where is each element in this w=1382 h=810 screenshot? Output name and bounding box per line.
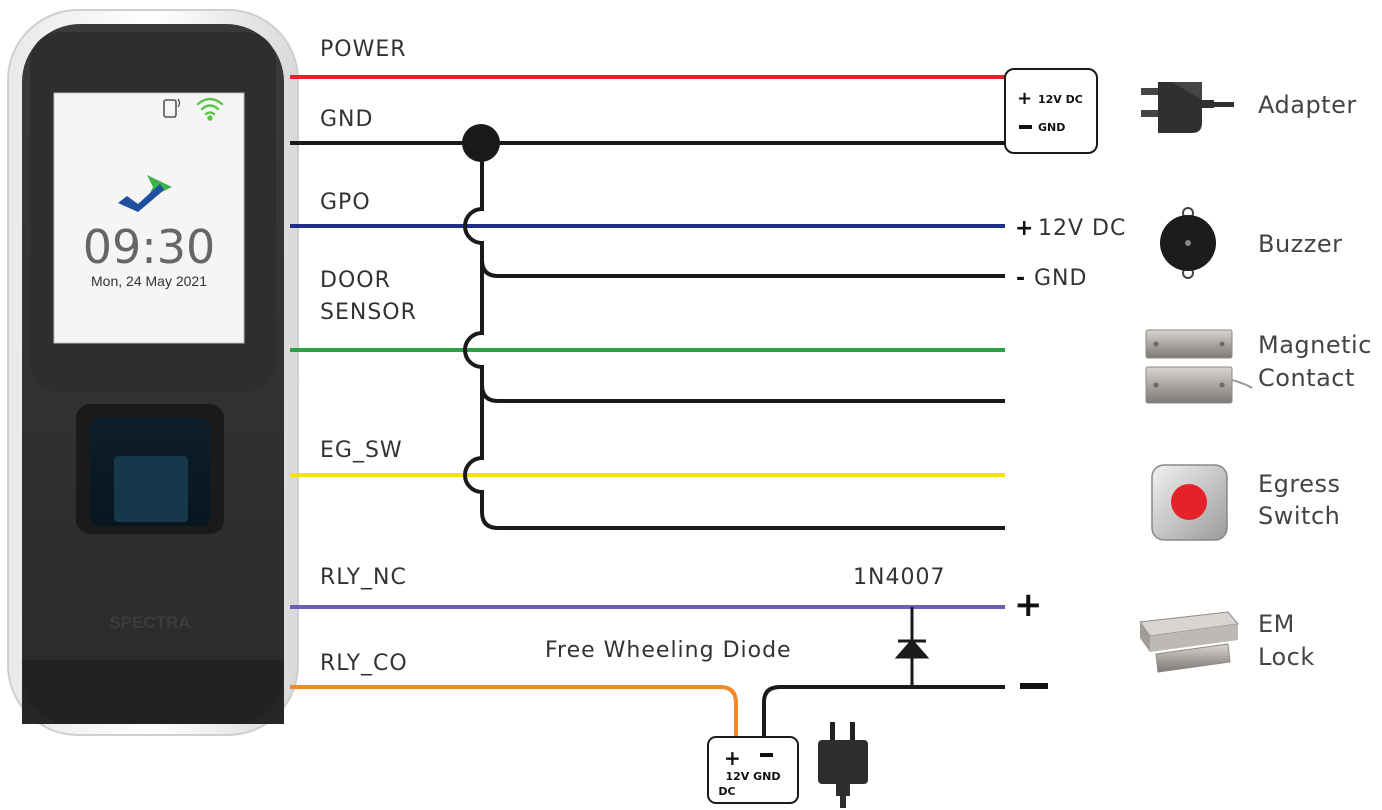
power-plug-icon bbox=[818, 722, 868, 808]
adapter-terminal-box: + 12V DC GND bbox=[1004, 68, 1098, 154]
svg-text:+: + bbox=[724, 746, 741, 770]
buzzer-icon bbox=[1160, 207, 1216, 279]
em-label-line1: EM bbox=[1258, 610, 1295, 638]
egress-label-line1: Egress bbox=[1258, 470, 1341, 498]
em-label-line2: Lock bbox=[1258, 643, 1315, 671]
sensor-label: SENSOR bbox=[320, 300, 417, 325]
wifi-icon bbox=[196, 97, 224, 121]
egress-switch-icon bbox=[1151, 464, 1228, 541]
date-text: Mon, 24 May 2021 bbox=[91, 273, 207, 289]
svg-text:+: + bbox=[1015, 216, 1033, 241]
magnetic-contact-icon bbox=[1145, 329, 1253, 404]
em-lock-icon bbox=[1139, 611, 1239, 673]
em-minus-sign bbox=[1020, 683, 1048, 689]
magnetic-label-line1: Magnetic bbox=[1258, 331, 1372, 359]
ground-junction-dot bbox=[462, 124, 500, 162]
supply-terminal-box: + 12V GND DC bbox=[707, 736, 799, 804]
power-label: POWER bbox=[320, 37, 407, 62]
gpo-label: GPO bbox=[320, 190, 371, 215]
rly-co-label: RLY_CO bbox=[320, 651, 408, 676]
gnd-label: GND bbox=[320, 107, 373, 132]
adapter-minus-label: GND bbox=[1038, 121, 1065, 134]
logo-icon bbox=[118, 175, 172, 212]
clock-text: 09:30 bbox=[83, 220, 216, 274]
device-screen bbox=[53, 92, 245, 344]
buzzer-label: Buzzer bbox=[1258, 230, 1343, 258]
phone-icon bbox=[163, 98, 181, 118]
svg-text:-: - bbox=[1016, 266, 1025, 291]
ground-bus bbox=[463, 143, 1005, 738]
supply-line2: DC bbox=[718, 785, 735, 798]
biometric-reader bbox=[7, 9, 299, 736]
diode-description-label: Free Wheeling Diode bbox=[545, 638, 792, 663]
adapter-label: Adapter bbox=[1258, 91, 1357, 119]
supply-line1: 12V GND bbox=[725, 770, 780, 783]
diode-part-label: 1N4007 bbox=[853, 565, 945, 590]
door-label: DOOR bbox=[320, 268, 391, 293]
buzzer-minus-label: GND bbox=[1034, 266, 1087, 291]
rly-co-wire bbox=[290, 685, 738, 738]
magnetic-label-line2: Contact bbox=[1258, 364, 1355, 392]
adapter-icon bbox=[1141, 82, 1234, 133]
diode-symbol bbox=[894, 607, 930, 687]
egress-label-line2: Switch bbox=[1258, 502, 1340, 530]
brand-text: SPECTRA bbox=[109, 613, 190, 632]
adapter-plus-label: 12V DC bbox=[1038, 93, 1083, 106]
em-plus-sign: + bbox=[1014, 585, 1043, 625]
svg-text:+: + bbox=[1017, 88, 1032, 109]
rly-nc-label: RLY_NC bbox=[320, 565, 407, 590]
buzzer-plus-label: 12V DC bbox=[1038, 216, 1126, 241]
eg-sw-label: EG_SW bbox=[320, 438, 403, 463]
